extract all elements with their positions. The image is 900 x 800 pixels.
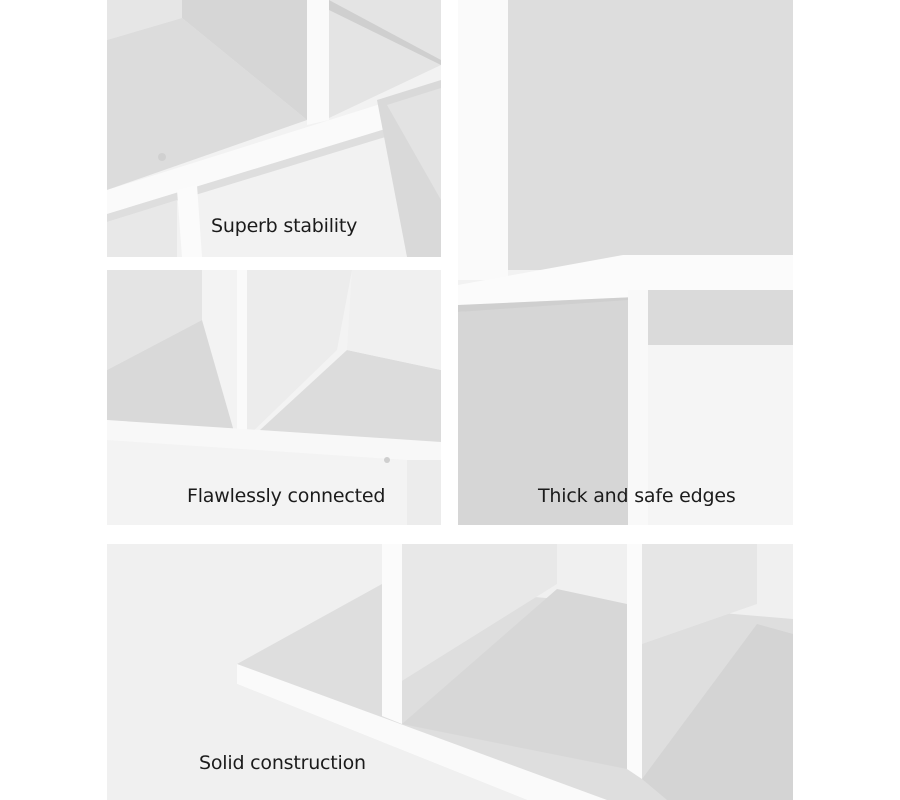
photo-solid-construction: Solid construction bbox=[107, 544, 793, 800]
photo-flawlessly-connected: Flawlessly connected bbox=[107, 270, 441, 525]
shelf-base-image bbox=[107, 544, 793, 800]
caption-thick-edges: Thick and safe edges bbox=[538, 485, 736, 507]
caption-superb-stability: Superb stability bbox=[211, 215, 358, 237]
photo-superb-stability: Superb stability bbox=[107, 0, 441, 257]
shelf-closeup-image bbox=[107, 0, 441, 257]
caption-flawlessly-connected: Flawlessly connected bbox=[187, 485, 386, 507]
photo-thick-edges: Thick and safe edges bbox=[458, 0, 793, 525]
caption-solid-construction: Solid construction bbox=[199, 752, 366, 774]
shelf-joint-image bbox=[107, 270, 441, 525]
shelf-edge-image bbox=[458, 0, 793, 525]
